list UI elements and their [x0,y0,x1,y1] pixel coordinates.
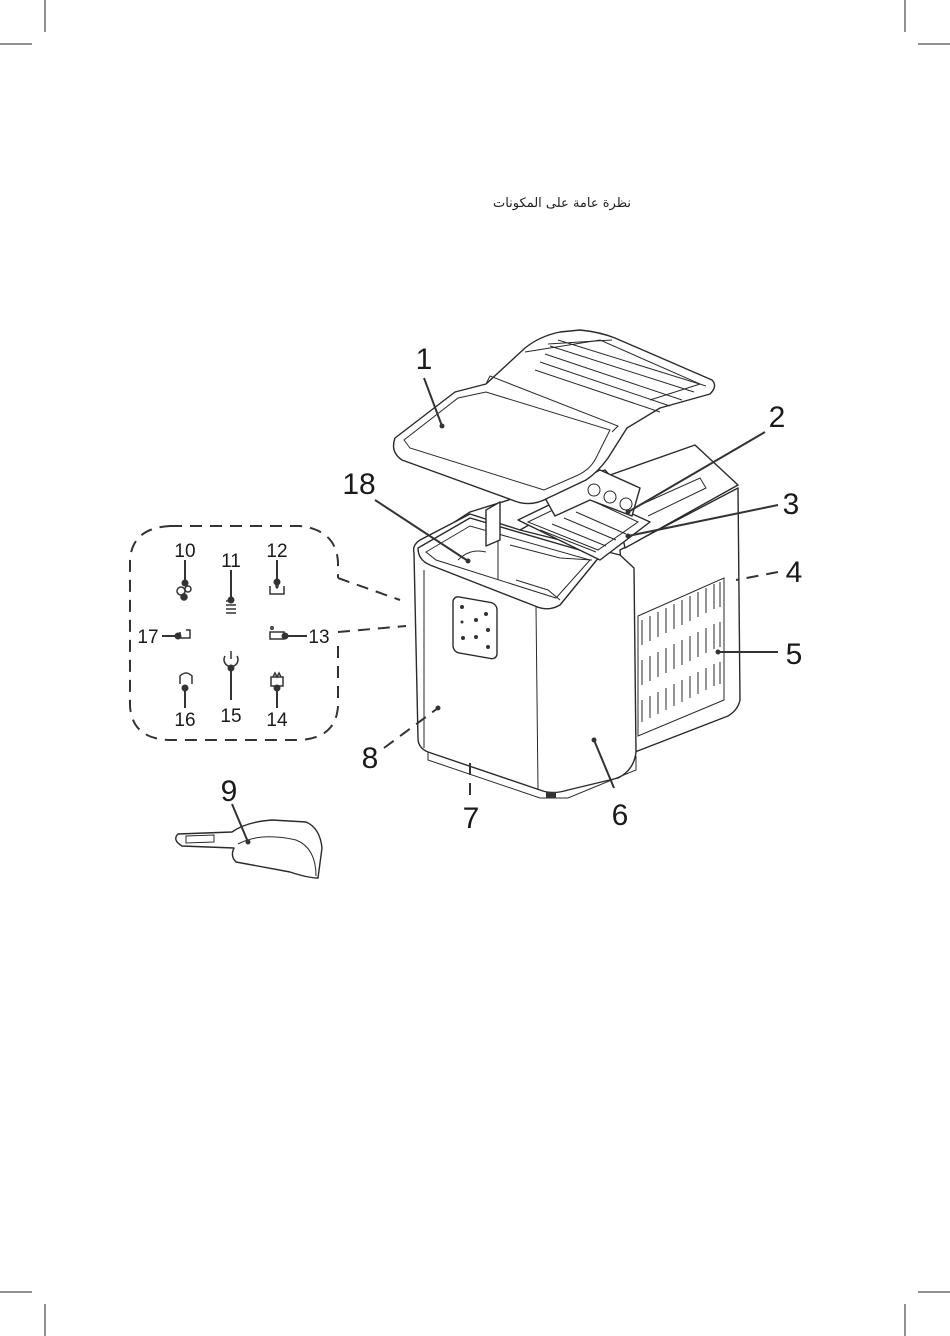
callout-3: 3 [783,488,800,521]
panel-leader-lines [162,560,307,708]
callout-8: 8 [362,742,379,775]
cup-icon [180,630,190,638]
callout-16: 16 [174,710,195,731]
ice-cube-icon [271,673,283,686]
callout-4: 4 [786,556,803,589]
ice-scoop-illustration [176,820,322,878]
callout-2: 2 [769,401,786,434]
callout-11: 11 [221,551,241,572]
power-icon [224,651,238,667]
callout-10: 10 [174,541,195,562]
control-panel [453,596,497,660]
callout-14: 14 [266,710,288,731]
callout-9: 9 [221,775,238,808]
ice-maker-illustration [394,330,740,798]
callout-17: 17 [137,627,158,648]
page-title: نظرة عامة على المكونات [493,196,631,211]
callout-13: 13 [308,627,329,648]
callout-5: 5 [786,638,803,671]
scoop-icon [180,673,192,684]
callout-7: 7 [463,802,480,835]
callout-18: 18 [342,468,375,501]
callout-6: 6 [612,799,629,832]
callout-15: 15 [220,706,241,727]
callout-12: 12 [266,541,287,562]
callout-1: 1 [416,343,433,376]
ice-size-icon [177,586,191,600]
